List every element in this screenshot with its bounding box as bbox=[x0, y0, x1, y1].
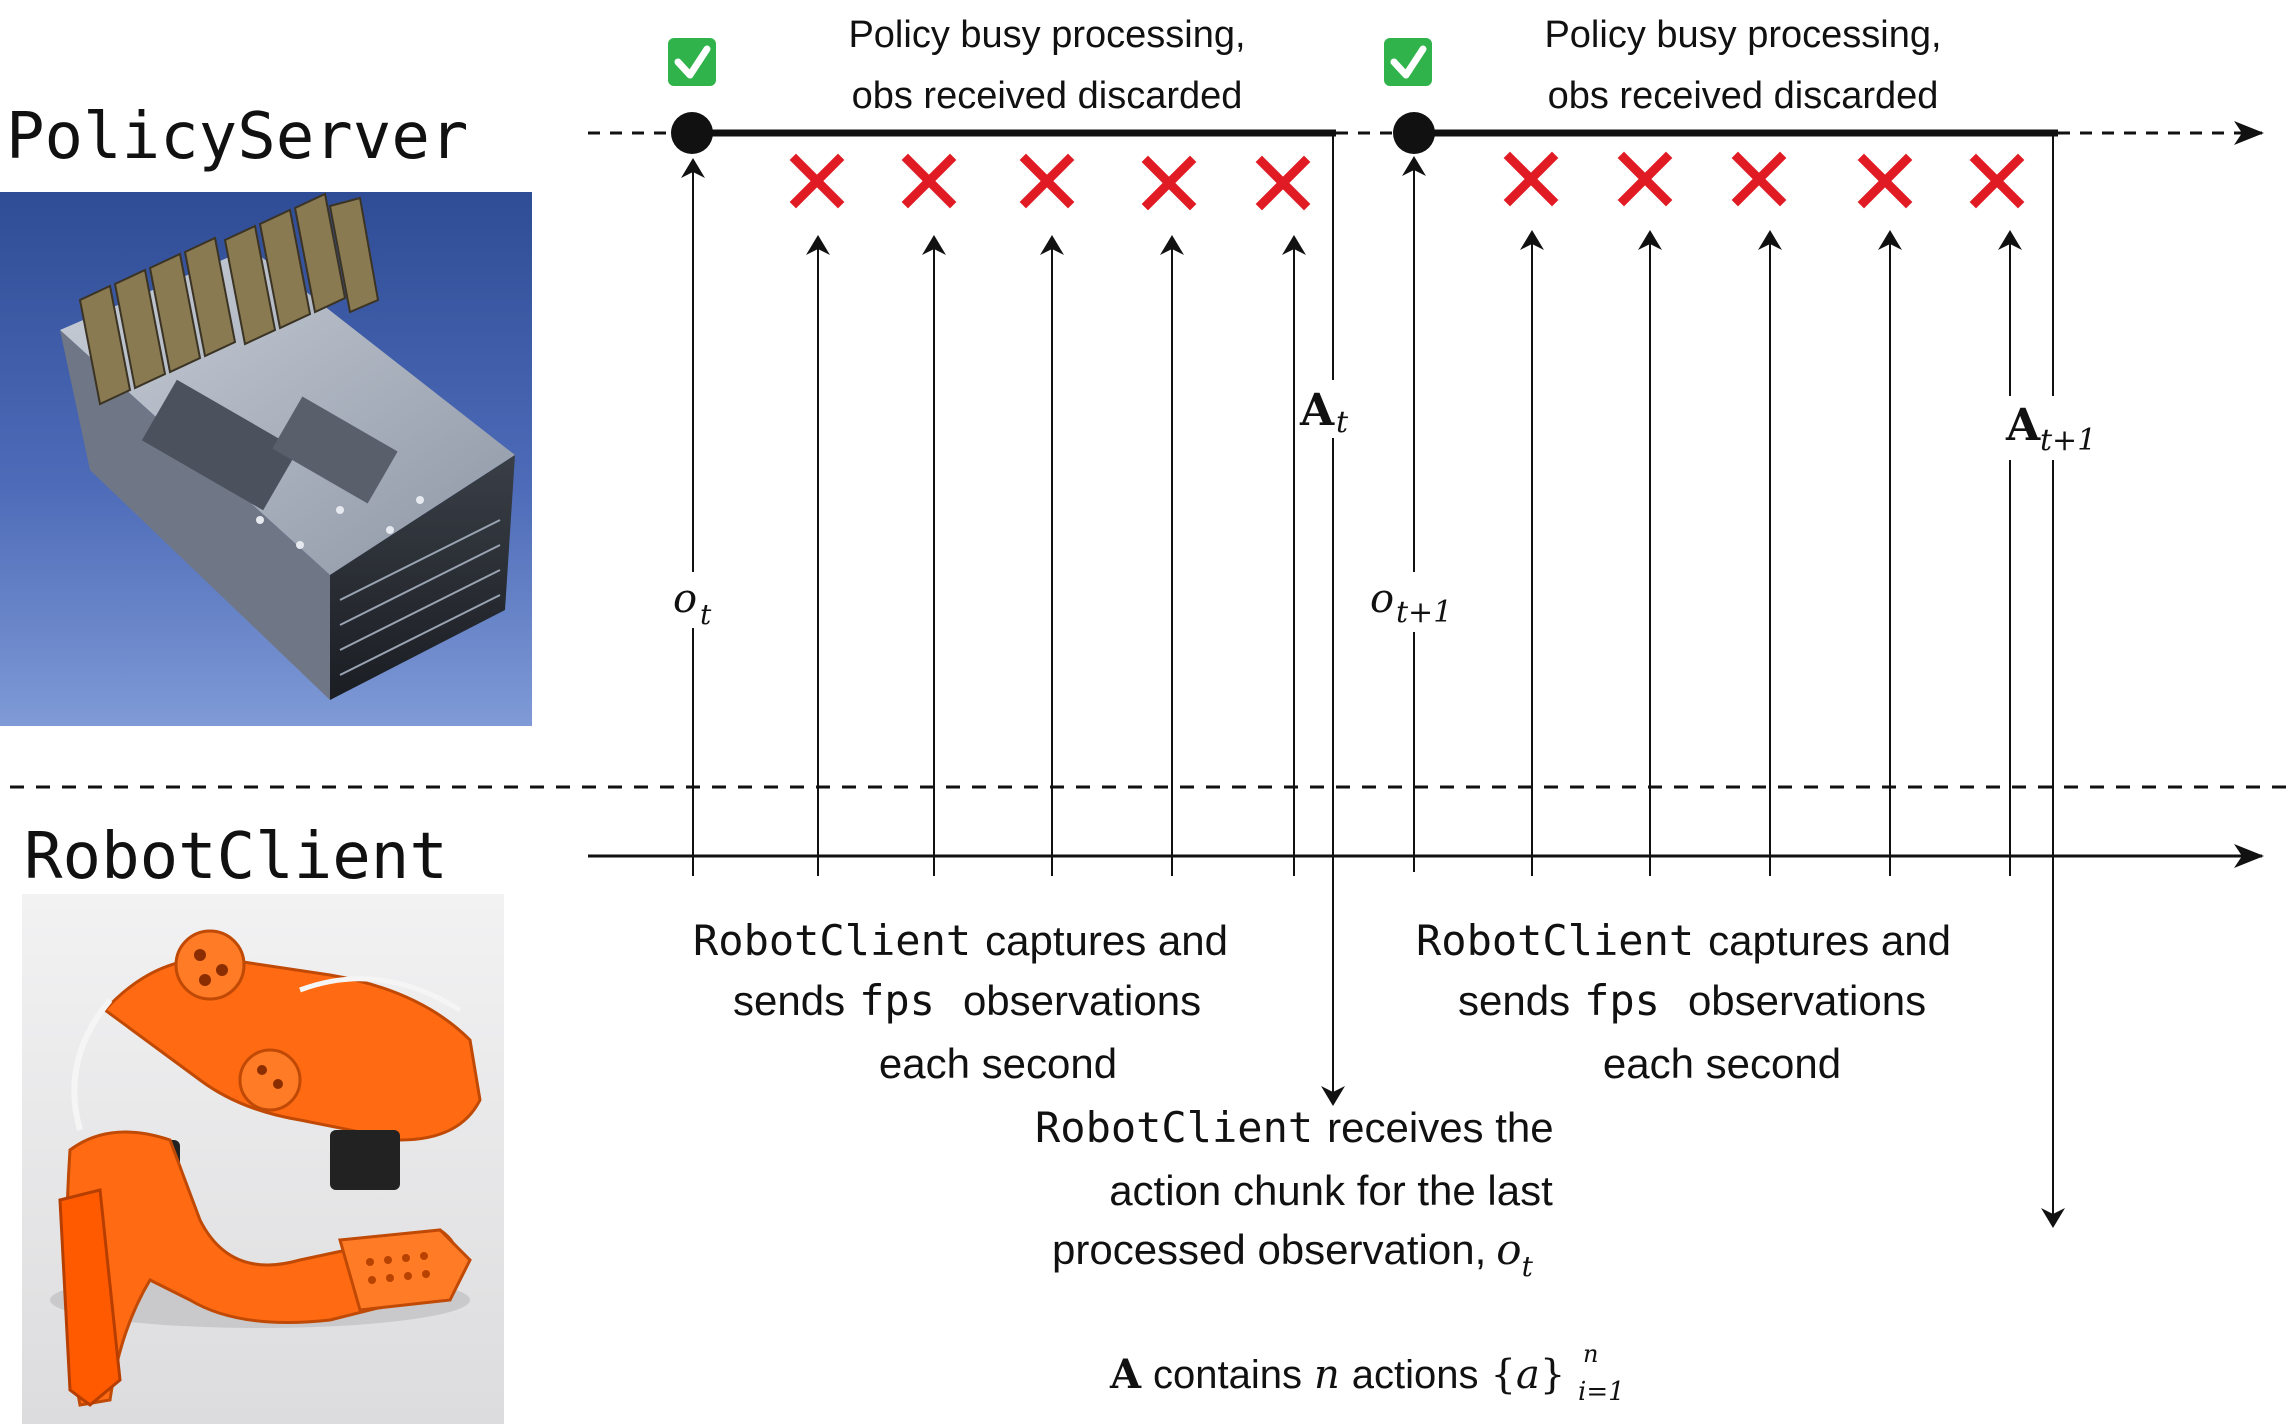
cross-icon bbox=[789, 153, 845, 209]
svg-text:t+1: t+1 bbox=[1396, 595, 1452, 630]
action-label-t: A t bbox=[1298, 380, 1358, 440]
robot-photo bbox=[22, 894, 504, 1424]
discarded-obs-arrows bbox=[806, 230, 2022, 876]
svg-text:processed observation,ot: processed observation,ot bbox=[1052, 1225, 1534, 1283]
cross-icon bbox=[1503, 151, 1559, 207]
svg-text:o: o bbox=[673, 576, 697, 622]
robot-client-label: RobotClient bbox=[24, 820, 448, 894]
svg-text:each second: each second bbox=[1603, 1040, 1841, 1087]
server-timeline bbox=[588, 112, 2264, 154]
cross-icon bbox=[1969, 153, 2025, 209]
svg-text:A: A bbox=[2005, 400, 2041, 451]
accepted-obs-dot-2 bbox=[1393, 112, 1435, 154]
cross-icon bbox=[1019, 153, 1075, 209]
svg-text:t: t bbox=[700, 598, 712, 631]
discarded-crosses bbox=[789, 151, 2025, 211]
obs-label-t: o t bbox=[670, 572, 722, 631]
busy-text-2-line2: obs received discarded bbox=[1548, 75, 1939, 117]
cross-icon bbox=[1731, 151, 1787, 207]
svg-text:A: A bbox=[1299, 385, 1335, 436]
check-mark-icon bbox=[1384, 38, 1432, 86]
svg-text:t: t bbox=[1336, 405, 1349, 440]
cross-icon bbox=[1141, 155, 1197, 211]
svg-text:o: o bbox=[1370, 576, 1394, 622]
cross-icon bbox=[901, 153, 957, 209]
svg-text:t+1: t+1 bbox=[2040, 423, 2096, 458]
svg-text:each second: each second bbox=[879, 1040, 1117, 1087]
svg-text:action chunk for the last: action chunk for the last bbox=[1109, 1167, 1553, 1214]
policy-server-label: PolicyServer bbox=[6, 100, 468, 174]
cross-icon bbox=[1255, 155, 1311, 211]
cross-icon bbox=[1617, 151, 1673, 207]
accepted-obs-dot-1 bbox=[671, 112, 713, 154]
check-mark-icon bbox=[668, 38, 716, 86]
svg-text:n: n bbox=[1583, 1340, 1598, 1368]
busy-text-1-line1: Policy busy processing, bbox=[848, 14, 1245, 56]
server-photo bbox=[0, 192, 532, 726]
busy-text-1-line2: obs received discarded bbox=[852, 75, 1243, 117]
action-label-t1: A t+1 bbox=[2004, 396, 2122, 460]
busy-text-2-line1: Policy busy processing, bbox=[1544, 14, 1941, 56]
cross-icon bbox=[1857, 153, 1913, 209]
svg-text:i=1: i=1 bbox=[1578, 1377, 1625, 1407]
obs-label-t1: o t+1 bbox=[1368, 572, 1466, 632]
